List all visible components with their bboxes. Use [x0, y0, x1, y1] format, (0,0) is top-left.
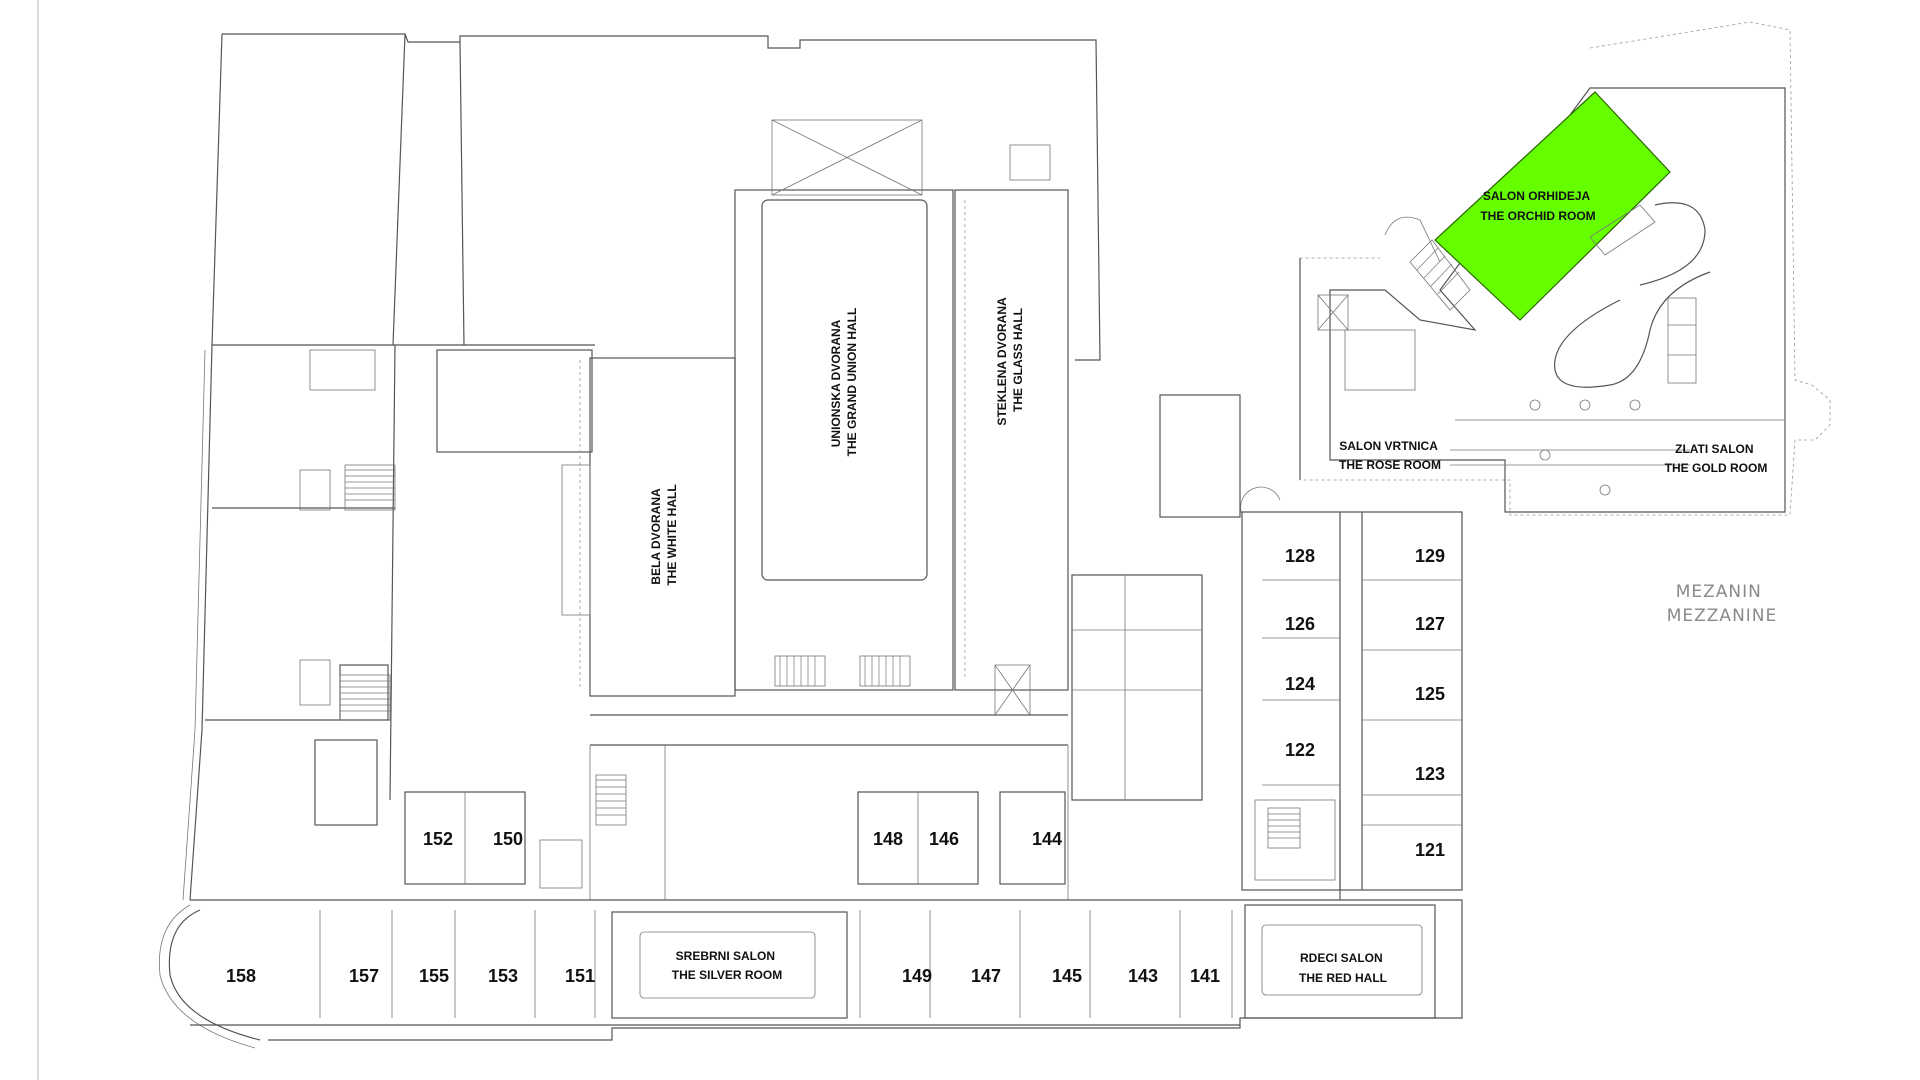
- room-143[interactable]: 143: [1128, 966, 1158, 986]
- glass-hall-outline: [954, 144, 1069, 716]
- room-122[interactable]: 122: [1285, 740, 1315, 760]
- room-147[interactable]: 147: [971, 966, 1001, 986]
- room-129[interactable]: 129: [1415, 546, 1445, 566]
- west-wing: [182, 33, 1101, 901]
- south-wing: [159, 745, 1463, 1049]
- rose-room-label[interactable]: SALON VRTNICA THE ROSE ROOM: [1339, 439, 1441, 472]
- room-155[interactable]: 155: [419, 966, 449, 986]
- room-145[interactable]: 145: [1052, 966, 1082, 986]
- room-126[interactable]: 126: [1285, 614, 1315, 634]
- room-123[interactable]: 123: [1415, 764, 1445, 784]
- glass-hall-label[interactable]: STEKLENA DVORANA THE GLASS HALL: [995, 294, 1025, 426]
- svg-text:BELA DVORANA THE WHITE H: BELA DVORANA THE WHITE HALL: [649, 484, 679, 585]
- silver-room-label[interactable]: SREBRNI SALON THE SILVER ROOM: [672, 949, 782, 982]
- red-hall-label[interactable]: RDECI SALON THE RED HALL: [1299, 951, 1387, 985]
- room-121[interactable]: 121: [1415, 840, 1445, 860]
- room-153[interactable]: 153: [488, 966, 518, 986]
- room-141[interactable]: 141: [1190, 966, 1220, 986]
- grand-union-hall-label[interactable]: UNIONSKA DVORANA THE GRAND UNION HALL: [829, 308, 859, 457]
- stairs-west-2: [339, 674, 391, 721]
- orchid-room-highlight[interactable]: [1434, 91, 1671, 321]
- level-label: MEZANIN MEZZANINE: [1667, 582, 1778, 626]
- grand-union-hall-outline: [734, 119, 954, 691]
- stairs-orchid: [1409, 204, 1656, 311]
- gold-room-label[interactable]: ZLATI SALON THE GOLD ROOM: [1665, 442, 1768, 475]
- room-144[interactable]: 144: [1032, 829, 1062, 849]
- stairs-west-1: [344, 464, 396, 511]
- room-151[interactable]: 151: [565, 966, 595, 986]
- room-146[interactable]: 146: [929, 829, 959, 849]
- north-east-wing: [1159, 21, 1831, 518]
- svg-text:STEKLENA DVORANA THE GLA: STEKLENA DVORANA THE GLASS HALL: [995, 294, 1025, 425]
- east-guest-wing: [1240, 486, 1463, 891]
- white-hall-label[interactable]: BELA DVORANA THE WHITE HALL: [649, 484, 679, 585]
- stairs-grand-union: [774, 655, 911, 687]
- stairs-south: [595, 774, 1301, 849]
- room-157[interactable]: 157: [349, 966, 379, 986]
- room-149[interactable]: 149: [902, 966, 932, 986]
- room-124[interactable]: 124: [1285, 674, 1315, 694]
- orchid-room-label[interactable]: SALON ORHIDEJA THE ORCHID ROOM: [1480, 189, 1595, 223]
- room-125[interactable]: 125: [1415, 684, 1445, 704]
- room-148[interactable]: 148: [873, 829, 903, 849]
- room-127[interactable]: 127: [1415, 614, 1445, 634]
- room-numbers: 128 129 126 127 124 125 122 123 121 152 …: [226, 546, 1445, 986]
- service-block: [1071, 574, 1203, 801]
- svg-text:UNIONSKA DVORANA THE GRA: UNIONSKA DVORANA THE GRAND UNION HALL: [829, 308, 859, 457]
- room-158[interactable]: 158: [226, 966, 256, 986]
- room-128[interactable]: 128: [1285, 546, 1315, 566]
- room-152[interactable]: 152: [423, 829, 453, 849]
- room-150[interactable]: 150: [493, 829, 523, 849]
